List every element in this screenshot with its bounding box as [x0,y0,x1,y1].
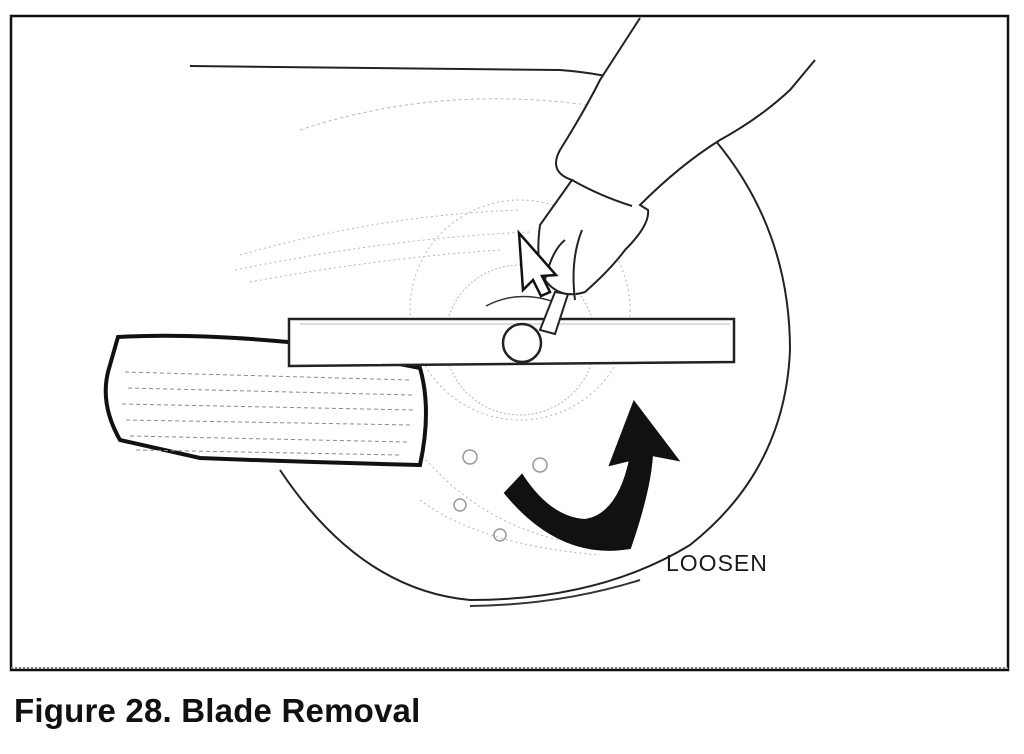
blade-housing-arc [279,139,792,602]
figure-caption: Figure 28. Blade Removal [14,692,421,729]
pointer-arrow-icon [517,229,559,298]
wooden-block [103,333,428,468]
deck-bolt-holes [453,449,548,542]
socket-wrench [485,290,570,364]
housing-lower-lip [469,579,641,607]
curved-arrow-icon [503,399,681,551]
loosen-label: LOOSEN [666,550,768,576]
